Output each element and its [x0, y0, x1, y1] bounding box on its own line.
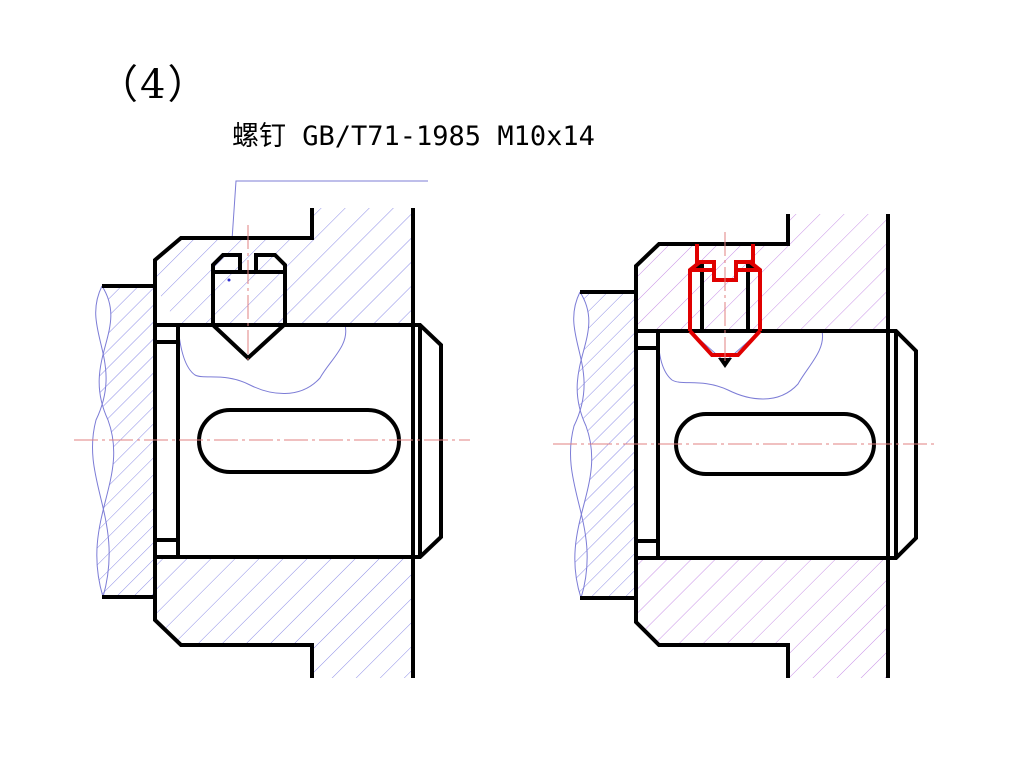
shoulder-ring	[153, 323, 180, 559]
shaft-break-line-2	[92, 285, 110, 598]
housing-outline-top	[634, 214, 790, 331]
cone-tip-black	[718, 358, 732, 368]
shaft-break-hatch	[96, 286, 155, 597]
right-view	[553, 214, 938, 678]
shaft-break-line-2	[570, 291, 588, 599]
shaft-break-line	[96, 285, 115, 598]
housing-hatch-bottom	[155, 557, 413, 678]
housing-outline-bottom	[634, 558, 790, 678]
housing-hatch-bottom	[636, 558, 888, 678]
problem-number: （4）	[98, 62, 210, 108]
caption: 螺钉 GB/T71-1985 M10x14	[232, 121, 595, 152]
keyway-slot	[197, 408, 401, 474]
screw-dot	[227, 278, 231, 282]
local-section	[177, 324, 347, 394]
local-section	[657, 330, 824, 400]
shaft-break-hatch	[574, 292, 636, 598]
hub-outline	[178, 323, 443, 559]
shaft-break-line	[574, 291, 593, 599]
housing-outline-top	[153, 208, 314, 325]
left-view	[74, 180, 470, 678]
leader-line	[231, 180, 428, 241]
